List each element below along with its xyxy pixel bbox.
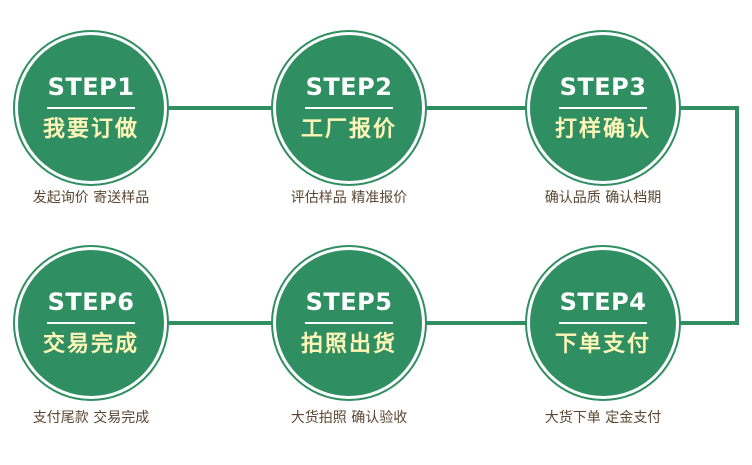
step-4-label: STEP4 [559,288,647,316]
step-5-label: STEP5 [305,288,393,316]
step-1-divider [47,107,135,109]
step-6-description: 支付尾款 交易完成 [32,410,150,426]
step-3-divider [559,107,647,109]
connector-step3-step4 [675,106,739,325]
step-3-description: 确认品质 确认档期 [544,190,662,206]
step-6-title: 交易完成 [42,332,139,357]
step-4-title: 下单支付 [554,332,651,357]
step-3-title: 打样确认 [554,117,651,142]
step-2-divider [305,107,393,109]
step-4-description: 大货下单 定金支付 [544,410,662,426]
step-4-circle: STEP4 下单支付 [530,250,676,396]
step-2-title: 工厂报价 [300,117,397,142]
step-5-divider [305,322,393,324]
step-1-label: STEP1 [47,73,135,101]
step-6-circle: STEP6 交易完成 [18,250,164,396]
step-3-circle: STEP3 打样确认 [530,35,676,181]
step-5-description: 大货拍照 确认验收 [290,410,408,426]
step-3-label: STEP3 [559,73,647,101]
step-6-divider [47,322,135,324]
step-2-circle: STEP2 工厂报价 [276,35,422,181]
step-4-divider [559,322,647,324]
step-1-circle: STEP1 我要订做 [18,35,164,181]
step-2-description: 评估样品 精准报价 [290,190,408,206]
step-6-label: STEP6 [47,288,135,316]
step-1-title: 我要订做 [42,117,139,142]
step-1-description: 发起询价 寄送样品 [32,190,150,206]
step-5-title: 拍照出货 [300,332,397,357]
step-5-circle: STEP5 拍照出货 [276,250,422,396]
step-2-label: STEP2 [305,73,393,101]
